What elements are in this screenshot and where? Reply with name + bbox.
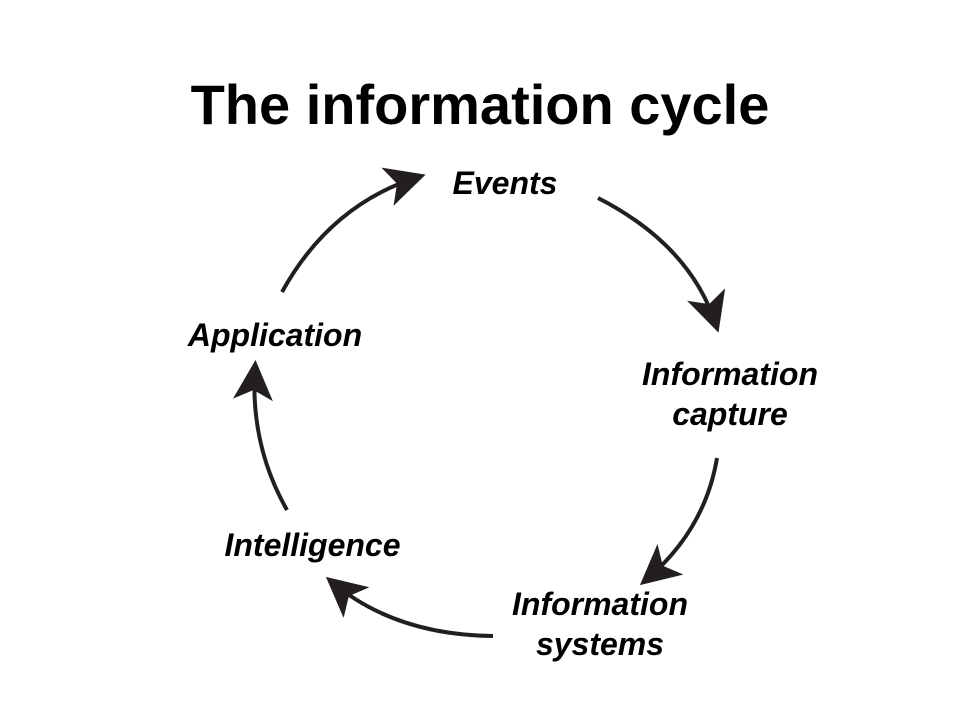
node-information-capture-line-2: capture: [672, 396, 788, 432]
arrow-systems-to-intelligence: [325, 576, 494, 638]
node-application: Application: [160, 315, 390, 355]
node-events-line-1: Events: [452, 165, 558, 201]
node-information-systems-line-1: Information: [512, 586, 688, 622]
node-information-capture-line-1: Information: [642, 356, 818, 392]
node-application-line-1: Application: [187, 317, 363, 353]
node-intelligence: Intelligence: [190, 525, 435, 565]
arrow-application-to-events: [280, 167, 426, 293]
node-intelligence-line-1: Intelligence: [224, 527, 401, 563]
diagram-title: The information cycle: [190, 73, 770, 136]
node-information-systems: Information systems: [470, 584, 730, 664]
node-information-capture: Information capture: [600, 354, 860, 434]
node-information-systems-line-2: systems: [535, 626, 665, 662]
arrow-intelligence-to-application: [232, 360, 289, 511]
arrow-capture-to-systems: [639, 457, 719, 586]
node-events: Events: [400, 163, 610, 203]
arrow-events-to-capture: [597, 196, 726, 333]
